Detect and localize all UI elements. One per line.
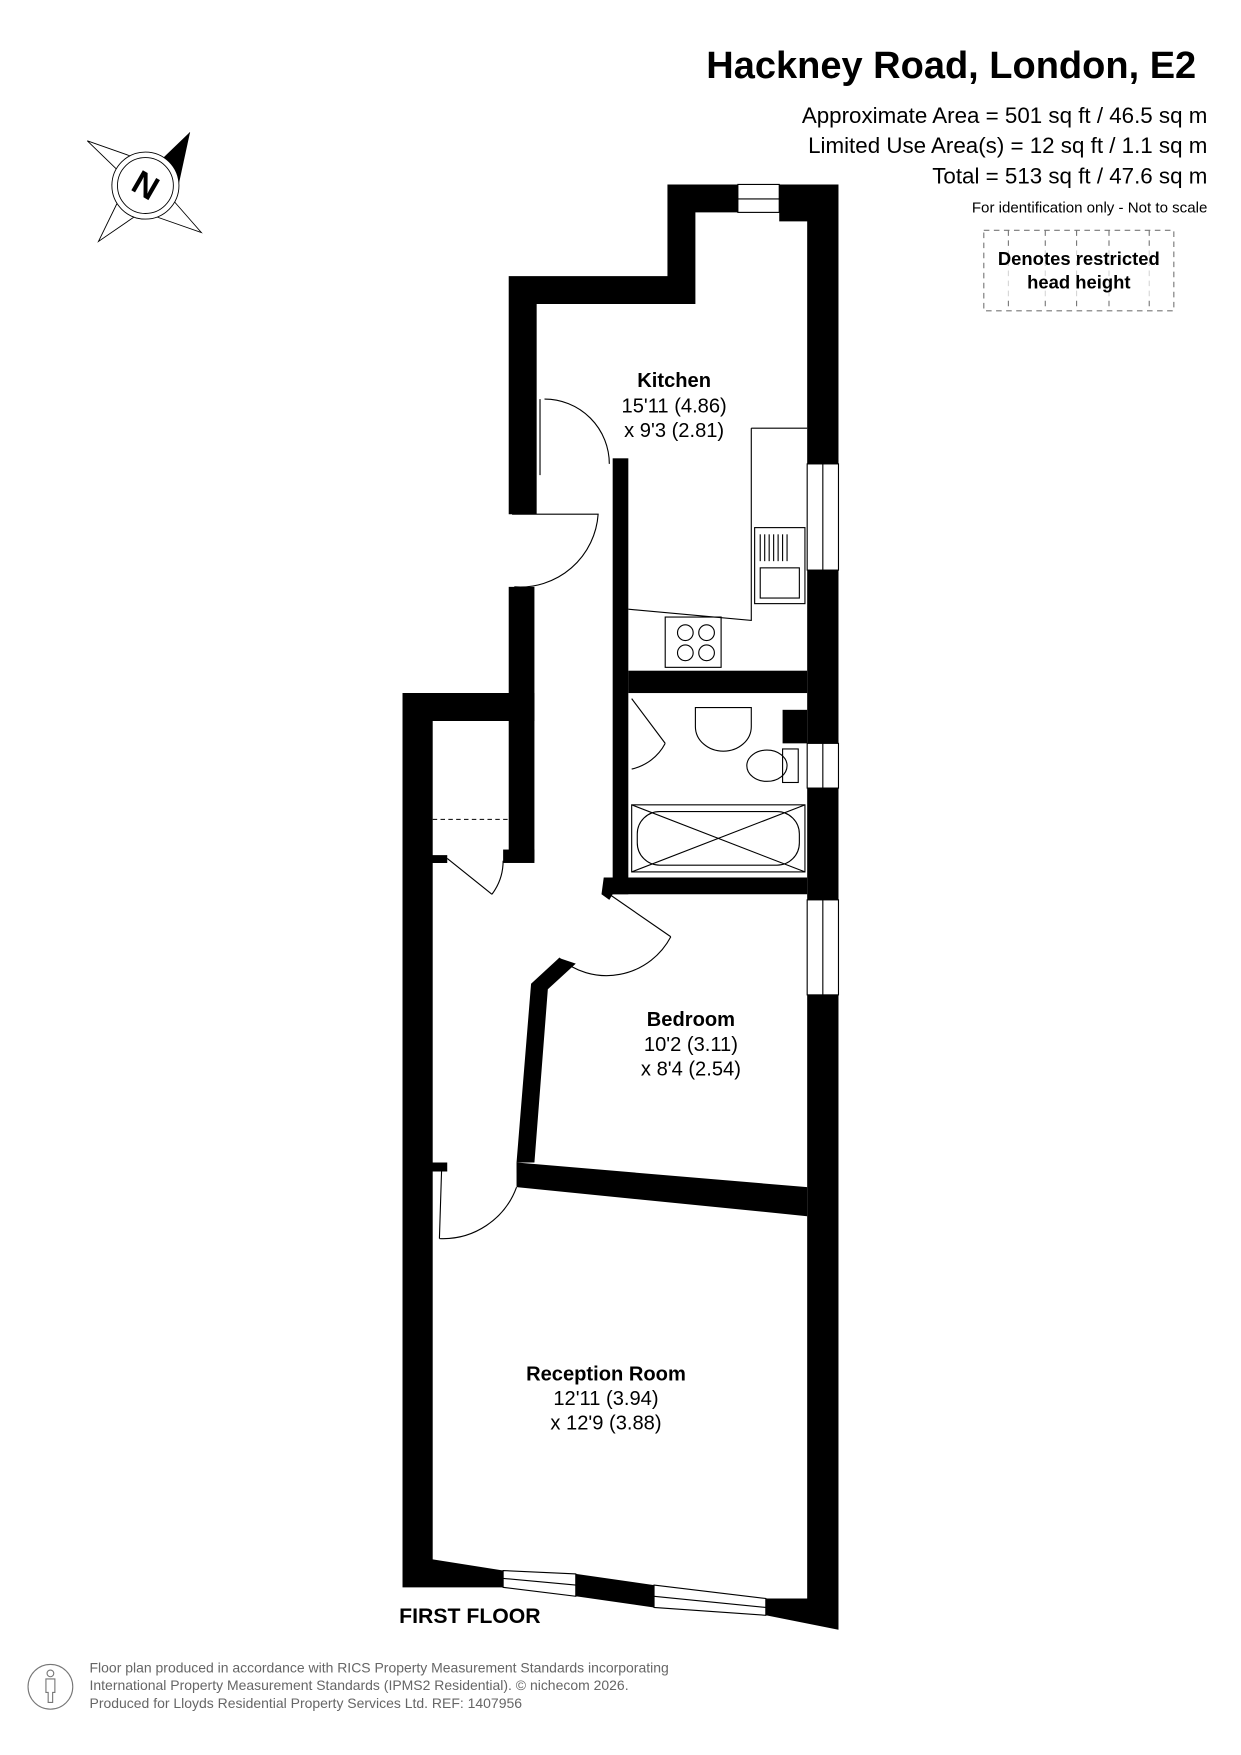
bathroom-fixtures [631,707,806,873]
room-dim1: 15'11 (4.86) [622,395,727,417]
person-icon [27,1663,74,1710]
room-kitchen: Kitchen 15'11 (4.86) x 9'3 (2.81) [622,370,727,442]
total-area: Total = 513 sq ft / 47.6 sq m [932,163,1207,188]
room-dim1: 12'11 (3.94) [553,1388,658,1410]
kitchen-fixtures [628,427,808,668]
legend-line1: Denotes restricted [998,248,1160,269]
legend-line2: head height [1027,271,1130,292]
restricted-height-legend: Denotes restricted head height [983,229,1175,312]
room-dim2: x 9'3 (2.81) [624,420,724,442]
room-bedroom: Bedroom 10'2 (3.11) x 8'4 (2.54) [641,1009,741,1080]
room-name: Kitchen [637,370,711,392]
room-dim2: x 12'9 (3.88) [550,1413,661,1435]
doors [438,398,672,1240]
footer-line1: Floor plan produced in accordance with R… [90,1659,669,1675]
room-dim2: x 8'4 (2.54) [641,1058,741,1080]
walls [402,184,839,1630]
disclaimer: For identification only - Not to scale [972,199,1207,216]
room-dim1: 10'2 (3.11) [644,1034,738,1056]
approx-area: Approximate Area = 501 sq ft / 46.5 sq m [802,103,1208,128]
room-reception: Reception Room 12'11 (3.94) x 12'9 (3.88… [526,1364,686,1435]
north-arrow-icon: N [86,131,203,243]
footer-line3: Produced for Lloyds Residential Property… [90,1695,523,1711]
footer-line2: International Property Measurement Stand… [90,1677,629,1693]
page-title: Hackney Road, London, E2 [706,45,1196,87]
windows [502,183,840,1616]
room-name: Bedroom [647,1009,735,1031]
room-name: Reception Room [526,1364,686,1386]
limited-use-area: Limited Use Area(s) = 12 sq ft / 1.1 sq … [808,133,1207,158]
floor-label: FIRST FLOOR [399,1605,540,1628]
